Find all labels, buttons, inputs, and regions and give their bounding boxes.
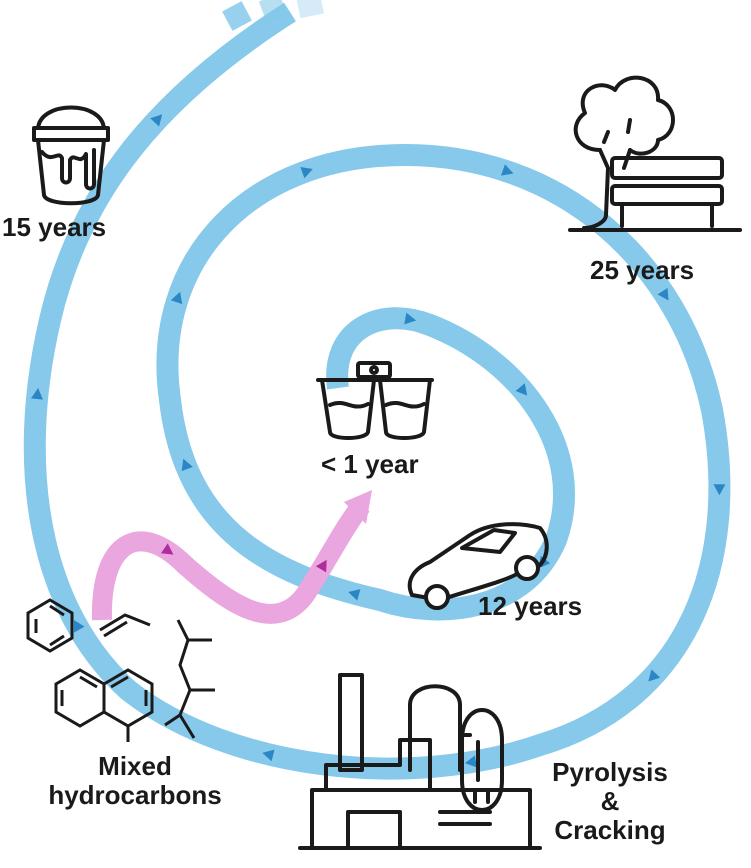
direction-arrow — [160, 543, 174, 555]
direction-arrow — [657, 287, 669, 301]
recycle-path — [91, 498, 370, 624]
spiral-direction-markers — [31, 114, 726, 768]
direction-arrow — [501, 164, 514, 176]
paint-bucket-icon — [32, 105, 110, 206]
label-yogurt-lifespan: < 1 year — [321, 449, 419, 479]
recycle-direction-markers — [160, 543, 327, 573]
label-paint-lifespan: 15 years — [2, 212, 107, 242]
label-car-lifespan: 12 years — [478, 591, 583, 621]
direction-arrow — [348, 589, 361, 601]
direction-arrow — [404, 312, 417, 325]
spiral-tail-dashes — [222, 0, 325, 31]
label-bench-lifespan: 25 years — [590, 255, 695, 285]
lifecycle-spiral — [23, 2, 731, 780]
direction-arrow — [315, 559, 327, 573]
label-pyrolysis-line2: & — [600, 786, 620, 817]
label-mixed-line2: hydrocarbons — [48, 780, 222, 811]
propene-icon — [99, 613, 151, 638]
direction-arrow — [464, 755, 477, 768]
label-pyrolysis-line3: Cracking — [554, 815, 666, 846]
direction-arrow — [150, 114, 163, 127]
naphthalene-icon — [54, 668, 154, 742]
branched-alkane-icon — [164, 619, 215, 739]
tree-bench-icon — [568, 75, 742, 232]
recycle-arrowhead — [344, 490, 372, 524]
label-mixed-line1: Mixed — [98, 751, 172, 781]
direction-arrow — [181, 458, 193, 472]
benzene-icon — [26, 598, 74, 653]
label-pyrolysis-cracking: Pyrolysis & Cracking — [525, 757, 695, 846]
direction-arrow — [300, 166, 313, 179]
label-pyrolysis-line1: Pyrolysis — [552, 757, 668, 787]
car-icon — [407, 522, 549, 610]
yogurt-cups-icon — [316, 361, 434, 440]
direction-arrow — [73, 619, 85, 633]
direction-arrow — [713, 484, 726, 496]
direction-arrow — [515, 383, 528, 396]
direction-arrow — [262, 749, 275, 762]
direction-arrow — [31, 388, 43, 400]
direction-arrow — [648, 669, 661, 682]
factory-icon — [298, 673, 542, 850]
direction-arrow — [170, 291, 183, 305]
label-mixed-hydrocarbons: Mixed hydrocarbons — [35, 751, 235, 811]
